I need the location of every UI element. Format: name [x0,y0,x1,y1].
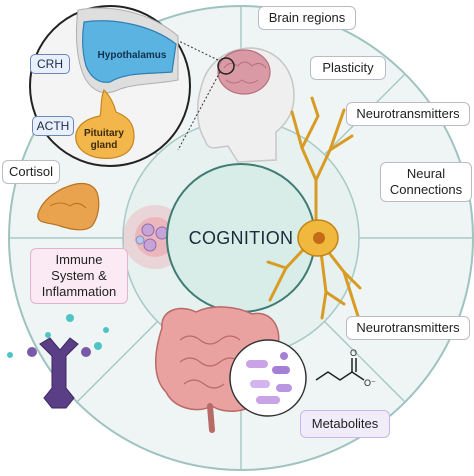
center-title: COGNITION [189,228,294,248]
plasticity-label: Plasticity [310,56,386,80]
brain-head-icon [196,47,295,163]
neuron-nucleus [313,232,325,244]
neurotransmitters-bottom-label: Neurotransmitters [346,316,470,340]
hypothalamus-label: Hypothalamus [98,50,167,61]
metabolite-molecule-icon [315,358,365,381]
neurotransmitters-top-label: Neurotransmitters [346,102,470,126]
metabolites-label: Metabolites [300,410,390,438]
neural-connections-label: Neural Connections [380,162,472,202]
molecule-o-label: O [350,348,357,358]
cortisol-label: Cortisol [2,160,60,184]
antibody-icon [27,337,91,409]
molecule-o-minus: O⁻ [364,378,376,388]
zoom-line [177,71,221,151]
bacteria-icon [229,339,307,417]
brain-regions-label: Brain regions [258,6,356,30]
acth-label: ACTH [32,116,74,136]
immune-system-label: Immune System & Inflammation [30,248,128,304]
particle-dots [7,314,109,358]
adrenal-icon [37,182,100,231]
crh-label: CRH [30,54,70,74]
